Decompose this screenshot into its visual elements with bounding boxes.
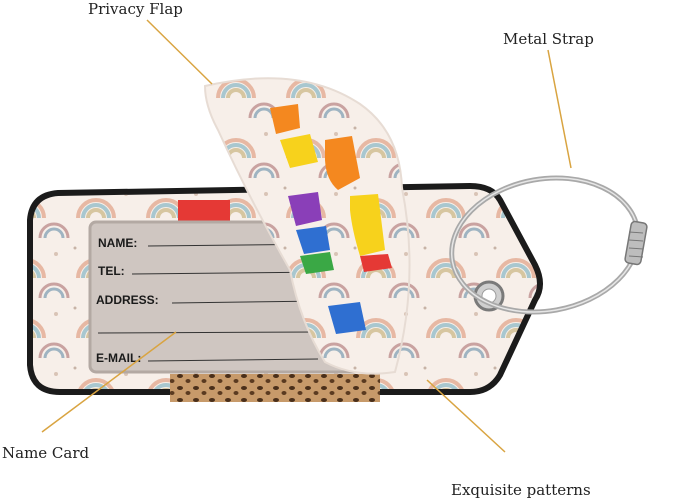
metal-strap-leader xyxy=(547,49,572,169)
privacy-flap xyxy=(203,77,411,375)
privacy-flap-leader xyxy=(146,19,213,85)
hand-sign-icon xyxy=(270,104,300,134)
exquisite-patterns-callout: Exquisite patterns xyxy=(451,481,591,499)
privacy-flap-callout: Privacy Flap xyxy=(88,0,183,18)
name-card-callout: Name Card xyxy=(2,444,90,462)
email-label: E-MAIL: xyxy=(96,351,141,365)
email-line xyxy=(147,358,319,362)
screw-lock-icon xyxy=(624,220,648,266)
address-line-2 xyxy=(97,331,321,334)
address-label: ADDRESS: xyxy=(96,293,159,307)
exquisite-patterns-leader xyxy=(426,379,506,453)
metal-strap-callout: Metal Strap xyxy=(503,30,594,48)
name-card-leader xyxy=(41,331,177,433)
leopard-hand xyxy=(170,374,380,402)
name-label: NAME: xyxy=(98,236,137,250)
tel-label: TEL: xyxy=(98,264,125,278)
